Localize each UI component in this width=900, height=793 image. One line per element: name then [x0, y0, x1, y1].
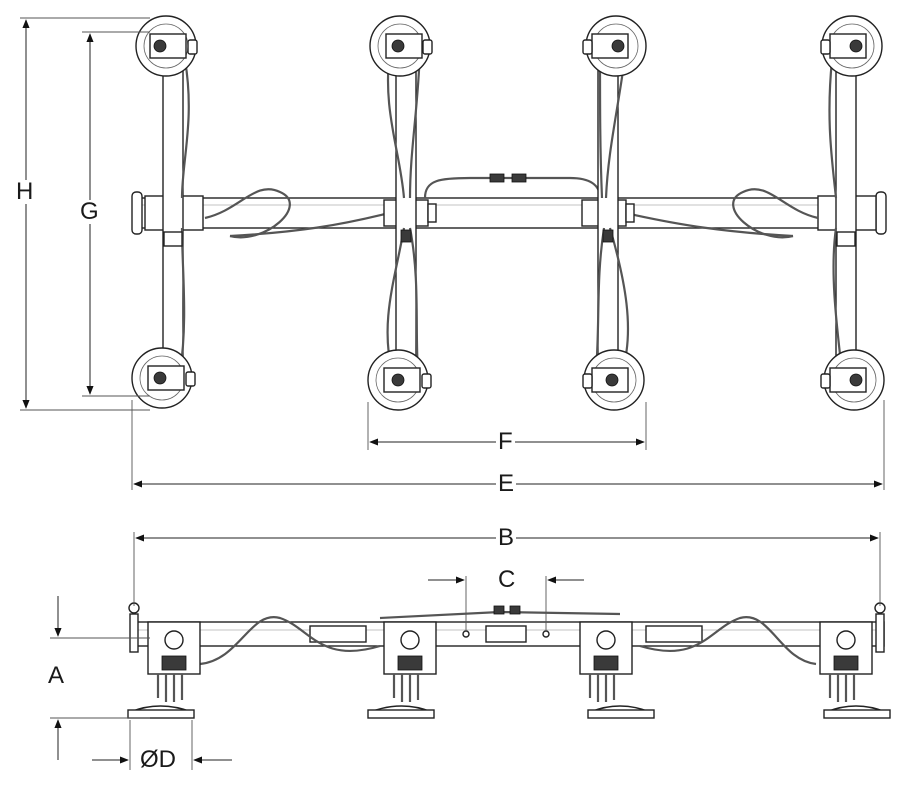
suction-pad-bottom-2: [367, 349, 432, 411]
dimension-label-f: F: [496, 428, 515, 455]
side-pad-assembly-3: [579, 621, 655, 719]
dimension-label-b: B: [496, 524, 517, 551]
suction-pad-bottom-3: [582, 349, 645, 411]
dimension-lines-top: [20, 17, 885, 490]
crossbar-end-cap-left: [131, 191, 143, 235]
top-view: [131, 15, 887, 411]
suction-pad-top-2: [369, 15, 433, 77]
side-pad-assembly-4: [819, 621, 891, 719]
coupler-center-a: [489, 173, 505, 183]
side-view: [127, 602, 891, 719]
side-pad-assembly-2: [367, 621, 437, 719]
dimension-label-h: H: [14, 178, 36, 205]
crossbar-end-cap-right: [875, 191, 887, 235]
vertical-beam-1: [162, 41, 184, 383]
dimension-label-c: C: [496, 566, 518, 593]
suction-pad-bottom-1: [131, 347, 196, 409]
dimension-label-g: G: [78, 198, 101, 225]
hose-right-run: [629, 212, 794, 238]
crossbar: [139, 197, 883, 229]
suction-pad-top-1: [135, 15, 198, 77]
suction-pad-top-3: [582, 15, 647, 77]
suction-pad-bottom-4: [820, 349, 885, 411]
vertical-beam-4: [835, 41, 857, 383]
dimension-label-a: A: [46, 662, 67, 689]
dimension-label-d: ØD: [138, 746, 178, 773]
coupler-center-b: [511, 173, 527, 183]
dimension-label-e: E: [496, 470, 517, 497]
side-pad-assembly-1: [127, 621, 201, 719]
hose-left-run: [229, 212, 386, 238]
vertical-beam-2: [395, 41, 417, 383]
suction-pad-top-4: [820, 15, 883, 77]
